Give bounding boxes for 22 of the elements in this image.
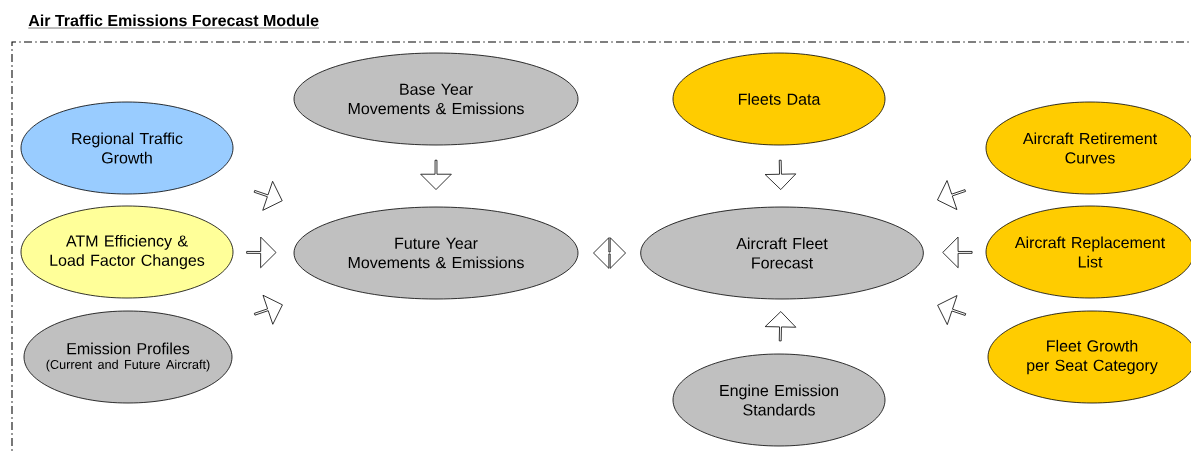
block-arrow	[420, 159, 452, 190]
ellipse-node: Fleet Growth per Seat Category	[987, 310, 1191, 404]
title: Air Traffic Emissions Forecast Module	[28, 14, 320, 29]
block-arrow	[253, 180, 283, 211]
ellipse-node: Future Year Movements & Emissions	[293, 206, 579, 300]
block-arrow	[593, 237, 626, 269]
block-arrow	[253, 294, 283, 325]
block-arrow	[937, 180, 966, 210]
block-arrow	[246, 236, 277, 269]
ellipse-node: ATM Efficiency & Load Factor Changes	[20, 205, 234, 299]
block-arrow	[942, 236, 973, 269]
ellipse-node: Emission Profiles (Current and Future Aircraft)	[23, 310, 233, 404]
ellipse-node: Regional Traffic Growth	[20, 101, 234, 195]
ellipse-node: Fleets Data	[672, 52, 886, 146]
block-arrow	[937, 295, 967, 325]
ellipse-node: Aircraft Fleet Forecast	[640, 206, 924, 300]
ellipse-node: Aircraft Retirement Curves	[985, 101, 1191, 195]
ellipse-node: Engine Emission Standards	[672, 353, 886, 447]
block-arrow	[764, 311, 797, 342]
ellipse-node: Base Year Movements & Emissions	[293, 52, 579, 146]
block-arrow	[764, 159, 797, 190]
ellipse-node: Aircraft Replacement List	[985, 205, 1191, 299]
